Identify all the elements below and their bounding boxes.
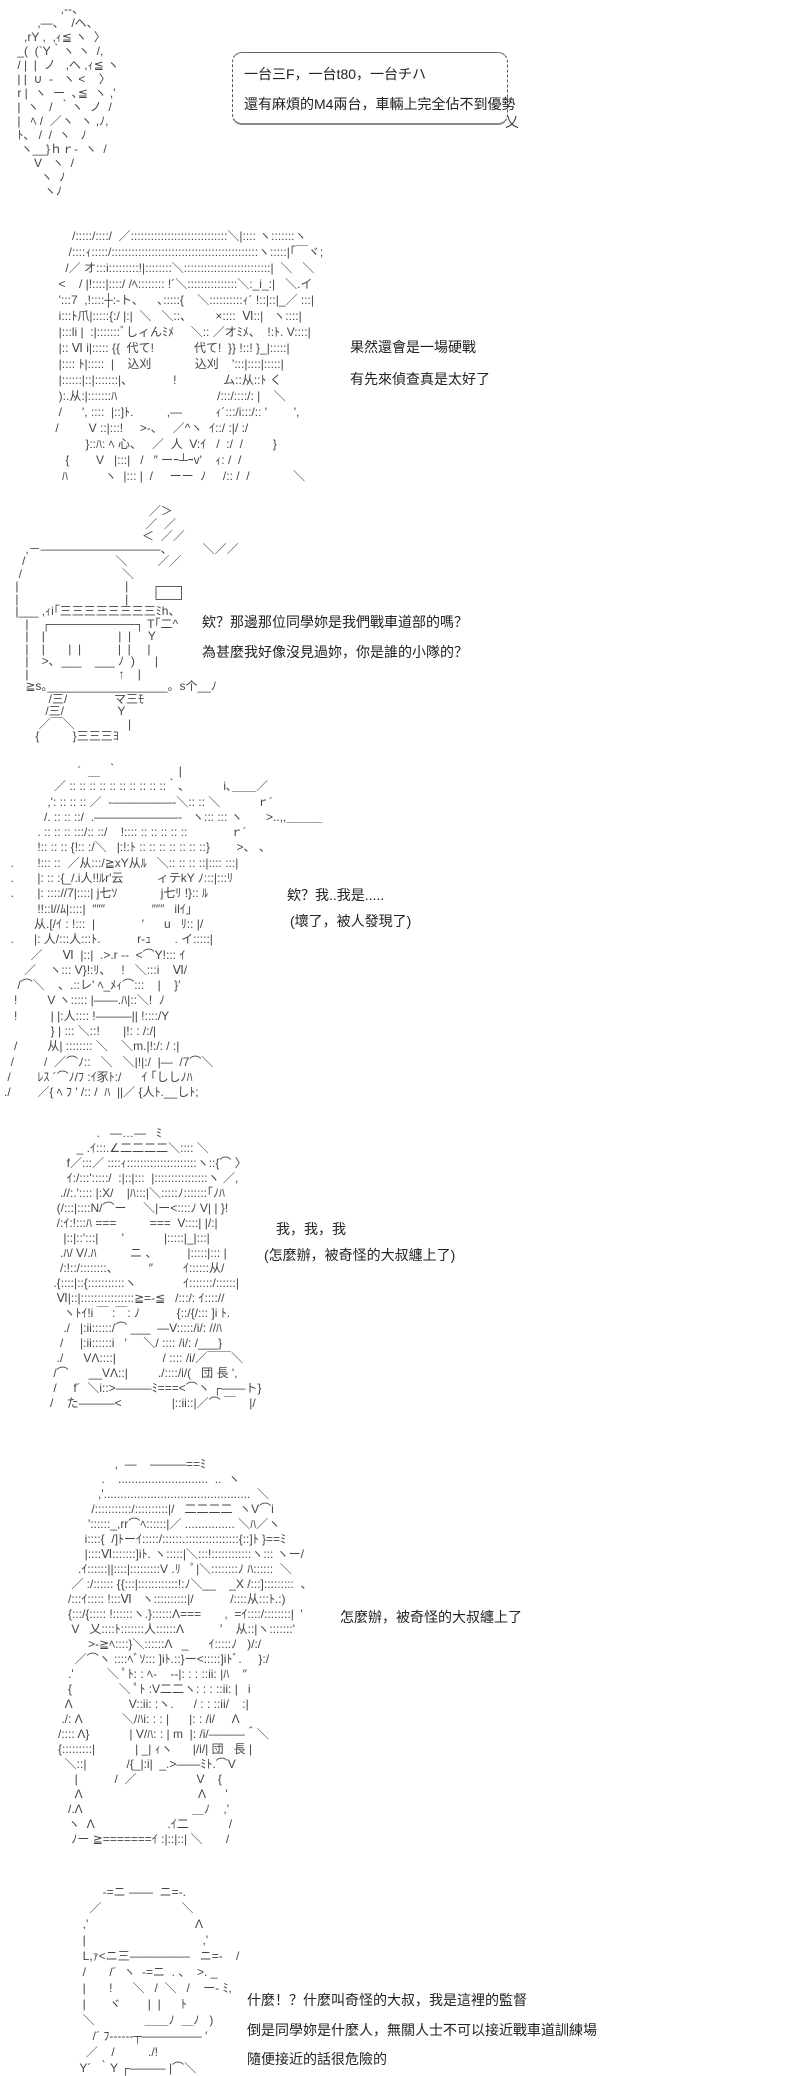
dialogue-line: 欸？我..我是..... [287, 887, 385, 903]
ascii-art-girl-nervous: . ―…― ﾐ _ .ｲ:::.∠二二二二＼:::: ＼ f／:::／ ::::… [50, 1126, 262, 1410]
dialogue-line: (怎麼辦，被奇怪的大叔纏上了) [264, 1247, 456, 1263]
dialogue-line: 倒是同學妳是什麼人，無關人士不可以接近戰車道訓練場 [247, 2022, 597, 2038]
ascii-art-helmet-character: ／＞ ／ ／ ＜ ／／ ,－――――――――――、 ＼／／ / ＼ ／／ / [15, 504, 239, 743]
dialogue-line: 為甚麼我好像沒見過妳，你是誰的小隊的？ [202, 644, 468, 660]
ascii-art-hands: ,-‐、 ,―、 /ヘ、 ,rY , ,ｨ≦ ヽ 〉 _( (`Y｀ヽ ヽ /,… [17, 2, 119, 198]
ascii-art-girl-surprised: ´ ＿ ｀ | ／ :: :: :: :: :: :: :: :: :: ::｀… [4, 764, 323, 1100]
dialogue-line: 什麼！？什麼叫奇怪的大叔，我是這裡的監督 [247, 1992, 527, 2008]
dialogue-line: 果然還會是一場硬戰 [350, 339, 476, 355]
dialogue-line: (壞了，被人發現了) [290, 913, 412, 929]
ascii-art-instructor: -=ニ ―― ニ=-. ／ ＼ ,' Λ | ,' L,ｧ<ニ三――――― ニ=… [79, 1885, 240, 2075]
dialogue-line: 怎麼辦，被奇怪的大叔纏上了 [340, 1609, 522, 1625]
dialogue-line: 欸？那邊那位同學妳是我們戰車道部的嗎？ [202, 614, 468, 630]
ascii-art-character-serious: /:::::/::::/ ／::::::::::::::::::::::::::… [55, 229, 324, 483]
speech-bubble-tail: 乂 [505, 114, 519, 130]
dialogue-line: 隨便接近的話很危險的 [247, 2051, 387, 2067]
dialogue-line: 我，我，我 [276, 1221, 346, 1237]
dialogue-line: 還有麻煩的M4兩台，車輛上完全佔不到優勢 [244, 96, 516, 112]
speech-bubble [232, 52, 508, 125]
dialogue-line: 一台三F，一台t80，一台チハ [244, 66, 427, 82]
ascii-art-girl-worried: , ― ―――==ﾐ . ...........................… [58, 1457, 313, 1846]
dialogue-line: 有先來偵查真是太好了 [350, 371, 490, 387]
